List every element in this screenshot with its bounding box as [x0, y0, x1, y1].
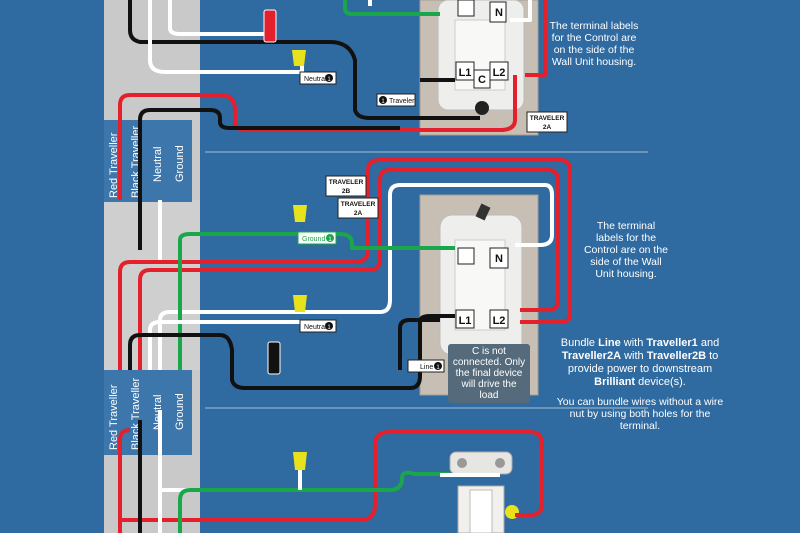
svg-text:Ground: Ground [302, 236, 325, 243]
line-tag-red [263, 9, 277, 43]
neutral-label-2: Neutral 1 [299, 319, 337, 333]
svg-text:TRAVELER: TRAVELER [341, 201, 376, 208]
rail-label-ground-1: Ground [174, 145, 186, 182]
svg-text:1: 1 [436, 365, 440, 371]
svg-text:TRAVELER: TRAVELER [530, 115, 565, 122]
terminal-l1-1: L1 [459, 67, 472, 79]
terminal-l2-1: L2 [493, 67, 506, 79]
traveler-tag-black [267, 341, 281, 375]
terminal-l2-2: L2 [493, 315, 506, 327]
label-strip-ground-2 [170, 370, 192, 455]
terminal-note-1: The terminal labels for the Control are … [549, 20, 639, 68]
svg-text:1: 1 [381, 99, 385, 105]
bundle-note: Bundle Line with Traveller1 and Travelle… [560, 337, 720, 388]
traveler-label-1: 1 Traveler [376, 93, 416, 107]
line-label-2: Line 1 [407, 359, 445, 373]
ground-terminal-1 [457, 0, 475, 17]
terminal-n-1: N [495, 7, 503, 19]
bundle-note-2: You can bundle wires without a wire nut … [556, 396, 724, 432]
wires-section-2 [118, 158, 572, 390]
svg-text:Line: Line [420, 364, 433, 371]
wire-nut-3 [293, 295, 307, 312]
svg-text:1: 1 [327, 325, 331, 331]
terminal-n-2: N [495, 253, 503, 265]
label-strip-ground-1 [170, 120, 192, 202]
ground-label-2: Ground 1 [297, 231, 337, 245]
wire-nut-2 [293, 205, 307, 222]
terminal-note-2: The terminal labels for the Control are … [583, 220, 669, 280]
svg-text:2A: 2A [354, 210, 363, 217]
svg-text:TRAVELER: TRAVELER [329, 179, 364, 186]
rail-label-red-1: Red Traveller [108, 132, 120, 198]
rail-label-ground-2: Ground [174, 393, 186, 430]
svg-text:Neutral: Neutral [304, 76, 327, 83]
traveler2b-label-2: TRAVELER 2B [325, 175, 367, 197]
c-not-connected-note: C is not connected. Only the final devic… [448, 344, 530, 403]
rail-label-neutral-1: Neutral [152, 147, 164, 182]
terminal-c-1: C [478, 74, 486, 86]
wire-nut-4 [293, 452, 307, 470]
svg-text:Neutral: Neutral [304, 324, 327, 331]
svg-text:Traveler: Traveler [389, 98, 415, 105]
ground-terminal-2 [457, 247, 475, 265]
svg-text:2A: 2A [543, 124, 552, 131]
wire-nut-1 [292, 50, 306, 66]
wires-section-3 [118, 410, 544, 533]
label-strip-black-1 [126, 120, 148, 202]
svg-text:2B: 2B [342, 188, 351, 195]
rail-label-red-2: Red Traveller [108, 384, 120, 450]
svg-text:1: 1 [327, 77, 331, 83]
wires-section-1 [118, 0, 547, 200]
traveler2a-label-2: TRAVELER 2A [337, 197, 379, 219]
toggle-switch-3 [449, 451, 519, 533]
svg-text:1: 1 [328, 237, 332, 243]
label-strip-neutral-1 [148, 120, 170, 202]
terminal-l1-2: L1 [459, 315, 472, 327]
smart-control-1 [419, 0, 539, 136]
traveler2a-label-1: TRAVELER 2A [526, 111, 568, 133]
label-strip-black-2 [126, 370, 148, 455]
neutral-label-1: Neutral 1 [299, 71, 337, 85]
